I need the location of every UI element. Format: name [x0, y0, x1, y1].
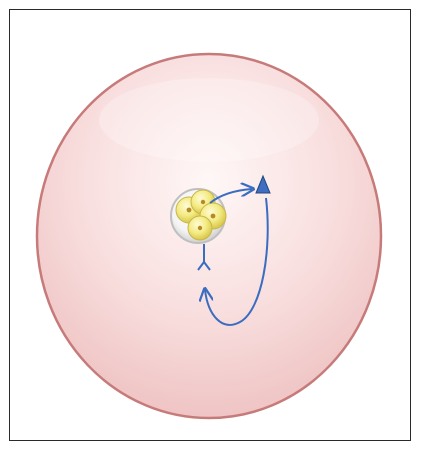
diagram-canvas [0, 0, 421, 451]
